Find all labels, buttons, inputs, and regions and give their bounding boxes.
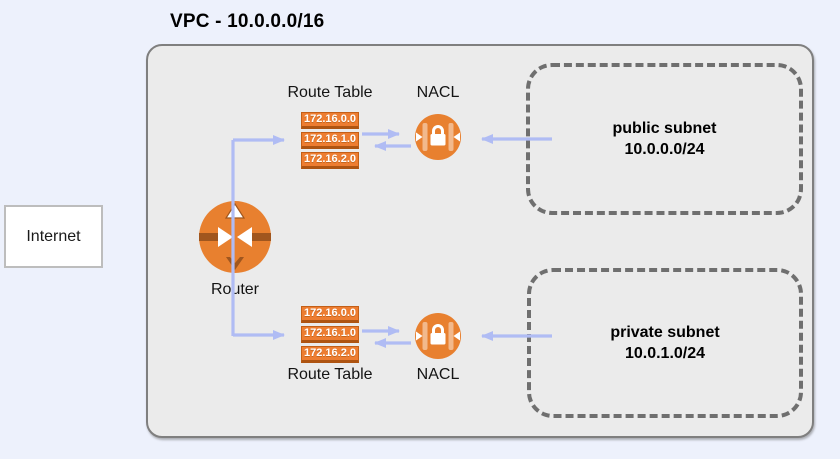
nacl-top-label: NACL xyxy=(416,84,460,101)
route-entry: 172.16.2.0 xyxy=(301,346,359,363)
route-table-bottom-label: Route Table xyxy=(287,366,373,383)
private-subnet-box: private subnet 10.0.1.0/24 xyxy=(527,268,803,418)
nacl-lock-icon xyxy=(414,312,462,360)
nacl-lock-icon xyxy=(414,113,462,161)
route-entry: 172.16.2.0 xyxy=(301,152,359,169)
private-subnet-cidr: 10.0.1.0/24 xyxy=(624,345,706,362)
public-subnet-cidr: 10.0.0.0/24 xyxy=(624,141,705,158)
private-subnet-name: private subnet xyxy=(610,324,720,341)
route-table-top-label: Route Table xyxy=(287,84,373,101)
router-icon xyxy=(198,200,272,274)
route-table-bottom: 172.16.0.0 172.16.1.0 172.16.2.0 xyxy=(301,306,359,366)
vpc-title: VPC - 10.0.0.0/16 xyxy=(170,11,325,32)
nacl-bottom-label: NACL xyxy=(416,366,460,383)
internet-node: Internet xyxy=(4,205,103,268)
route-entry: 172.16.0.0 xyxy=(301,112,359,129)
public-subnet-name: public subnet xyxy=(612,120,717,137)
internet-label: Internet xyxy=(26,227,81,245)
route-entry: 172.16.0.0 xyxy=(301,306,359,323)
route-entry: 172.16.1.0 xyxy=(301,326,359,343)
public-subnet-box: public subnet 10.0.0.0/24 xyxy=(526,63,803,215)
route-entry: 172.16.1.0 xyxy=(301,132,359,149)
router-label: Router xyxy=(210,281,260,298)
route-table-top: 172.16.0.0 172.16.1.0 172.16.2.0 xyxy=(301,112,359,172)
